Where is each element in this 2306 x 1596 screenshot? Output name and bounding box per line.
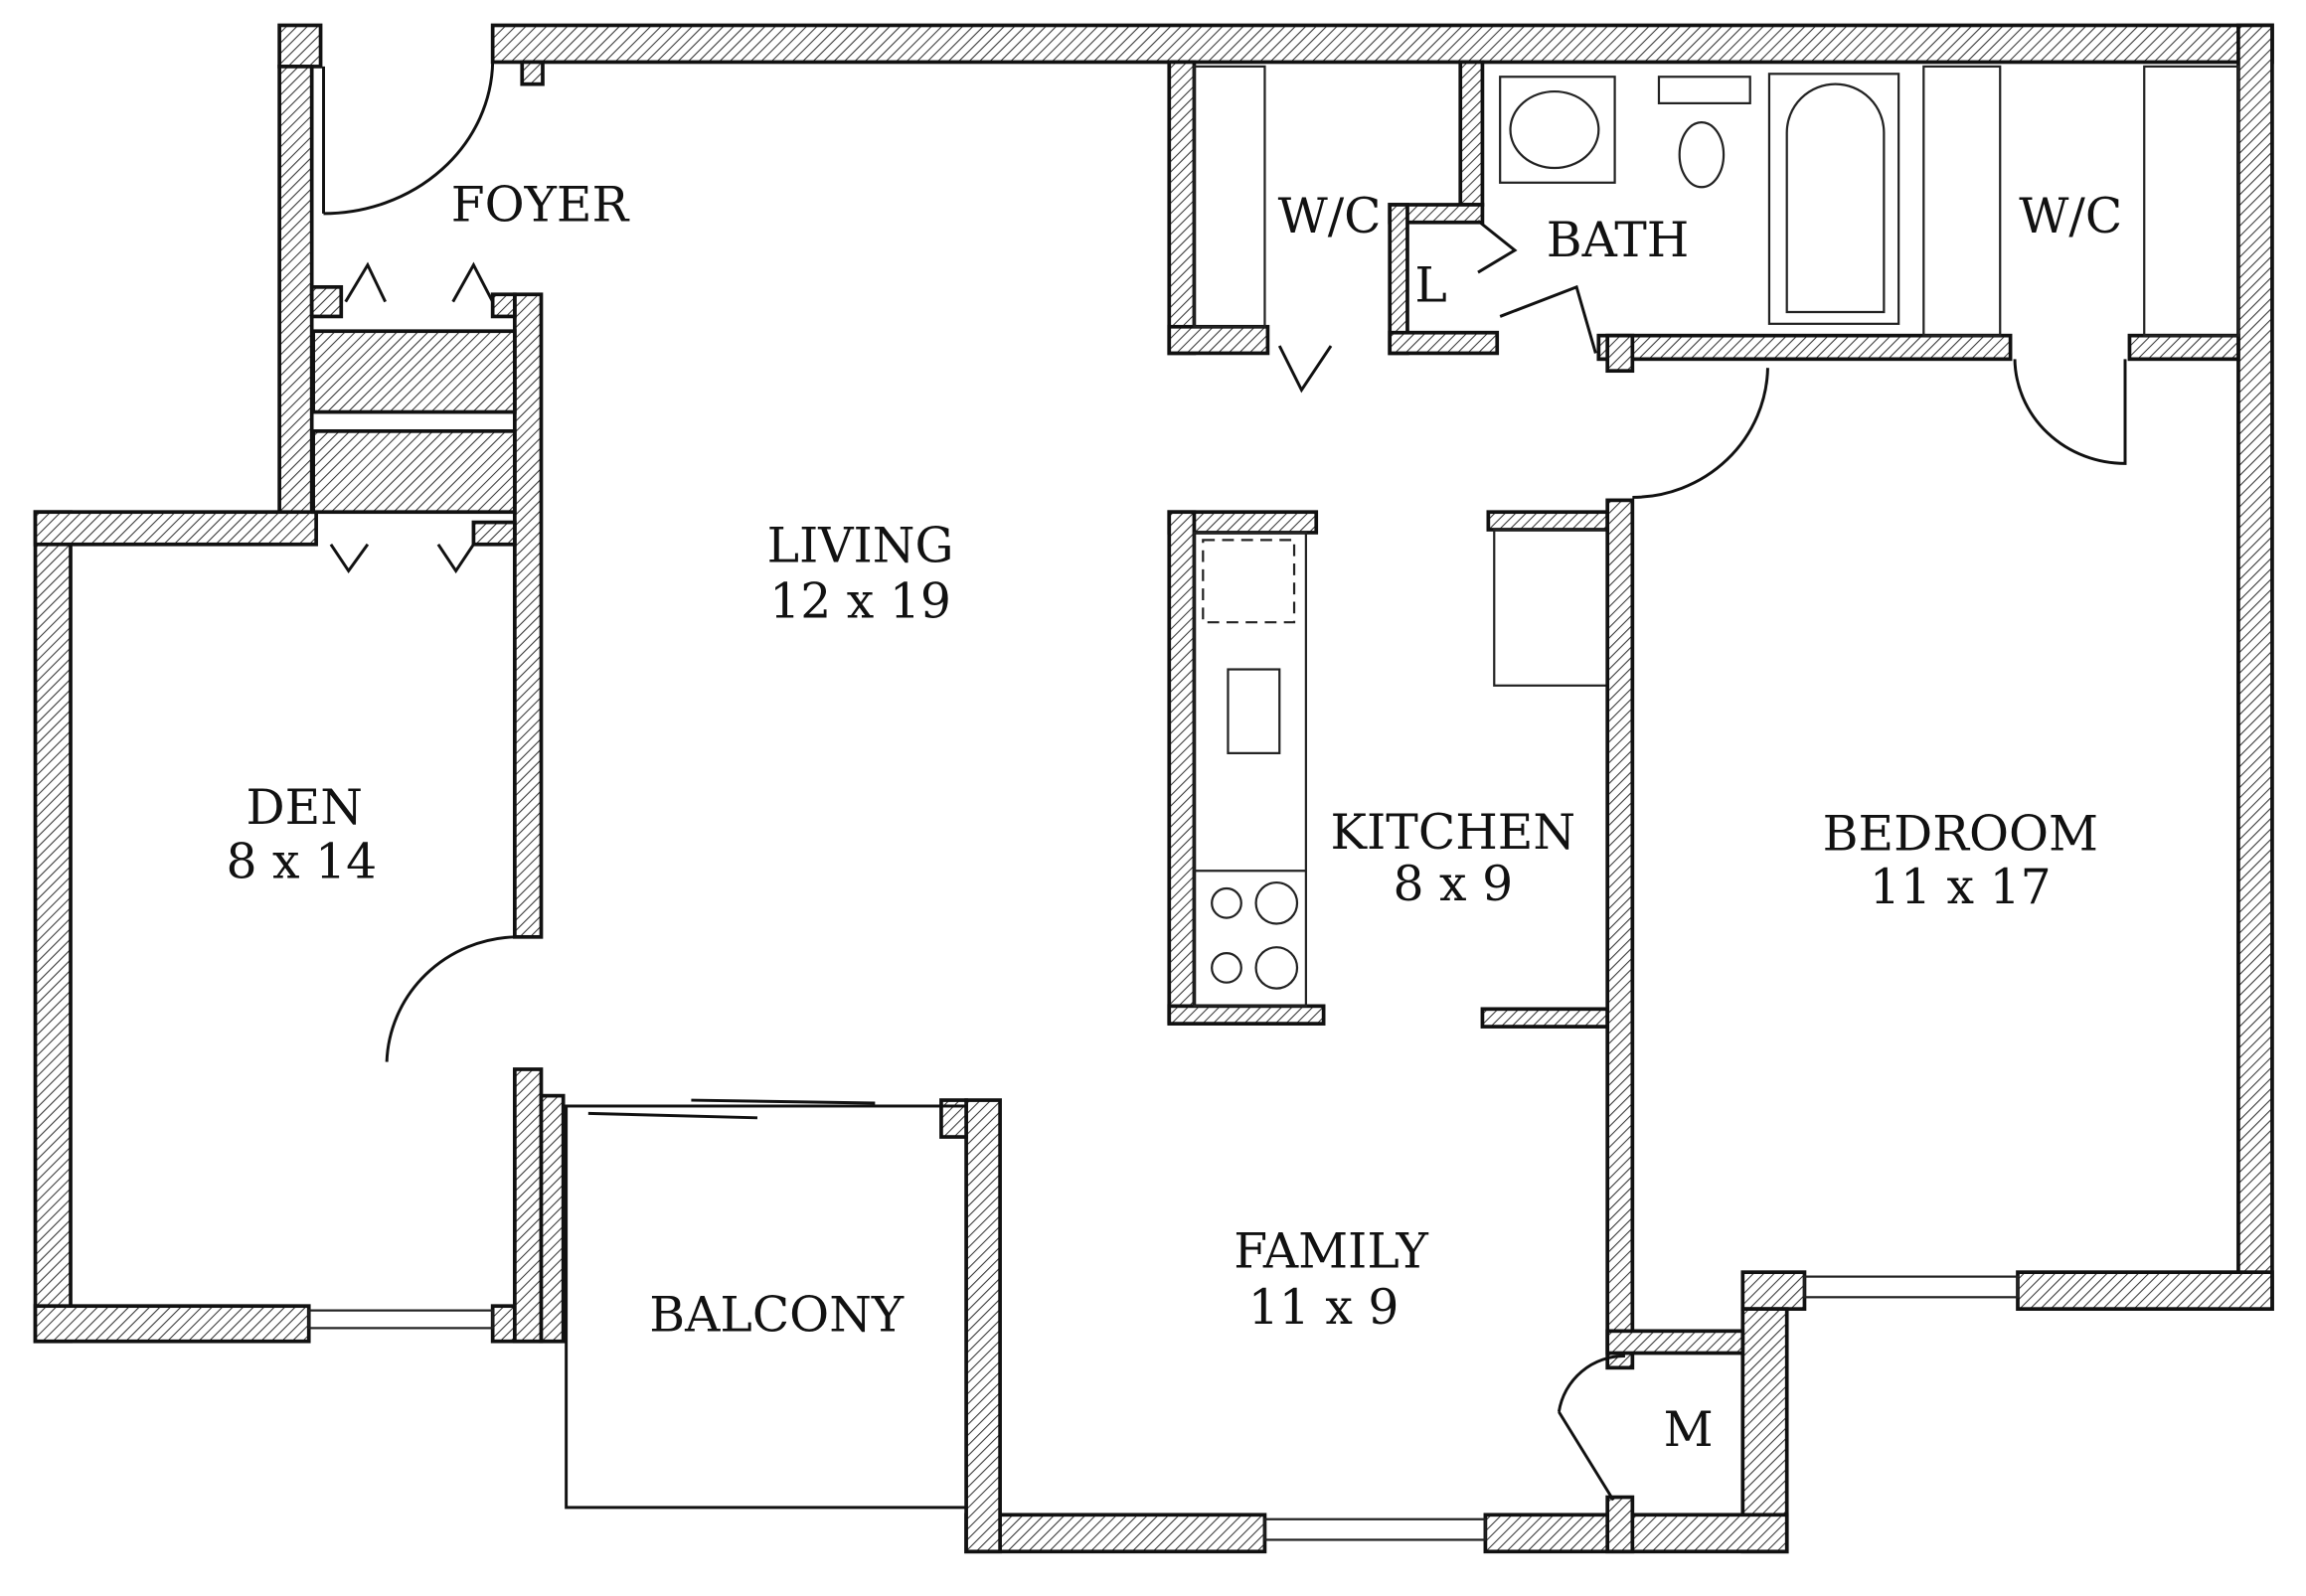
room-foyer-label: FOYER	[451, 176, 630, 233]
room-bedroom-size: 11 x 17	[1870, 859, 2052, 915]
room-mechanical-label: M	[1664, 1401, 1714, 1458]
room-den-size: 8 x 14	[226, 834, 377, 890]
room-labels: FOYER LIVING 12 x 19 DEN 8 x 14 KITCHEN …	[226, 176, 2122, 1458]
room-family-label: FAMILY	[1234, 1223, 1428, 1280]
room-bath-label: BATH	[1547, 212, 1690, 268]
walls	[33, 23, 2274, 1554]
room-wc-left-label: W/C	[1278, 188, 1382, 244]
room-balcony-label: BALCONY	[649, 1286, 905, 1343]
room-family-size: 11 x 9	[1248, 1279, 1400, 1336]
room-wc-right-label: W/C	[2019, 188, 2122, 244]
room-linen-label: L	[1414, 257, 1446, 314]
room-den-label: DEN	[247, 779, 363, 836]
room-kitchen-size: 8 x 9	[1393, 856, 1513, 912]
room-bedroom-label: BEDROOM	[1823, 806, 2098, 863]
room-living-size: 12 x 19	[769, 573, 951, 630]
room-living-label: LIVING	[767, 518, 954, 574]
room-kitchen-label: KITCHEN	[1331, 804, 1576, 861]
doors	[322, 62, 2127, 1502]
